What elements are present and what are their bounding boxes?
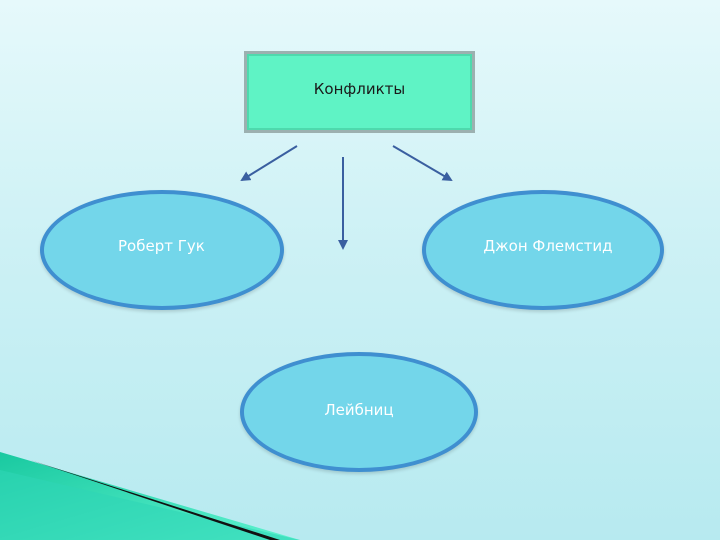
- arrow-to-flamsteed: [393, 146, 451, 180]
- node-leibniz: Лейбниц: [240, 352, 478, 472]
- node-label: Джон Флемстид: [483, 237, 612, 255]
- root-node-label: Конфликты: [314, 80, 405, 98]
- node-label: Лейбниц: [324, 401, 393, 419]
- node-label: Роберт Гук: [118, 237, 205, 255]
- node-john-flamsteed: Джон Флемстид: [422, 190, 664, 310]
- root-node-conflicts: Конфликты: [244, 51, 475, 133]
- node-robert-hooke: Роберт Гук: [40, 190, 284, 310]
- arrow-to-hooke: [242, 146, 297, 180]
